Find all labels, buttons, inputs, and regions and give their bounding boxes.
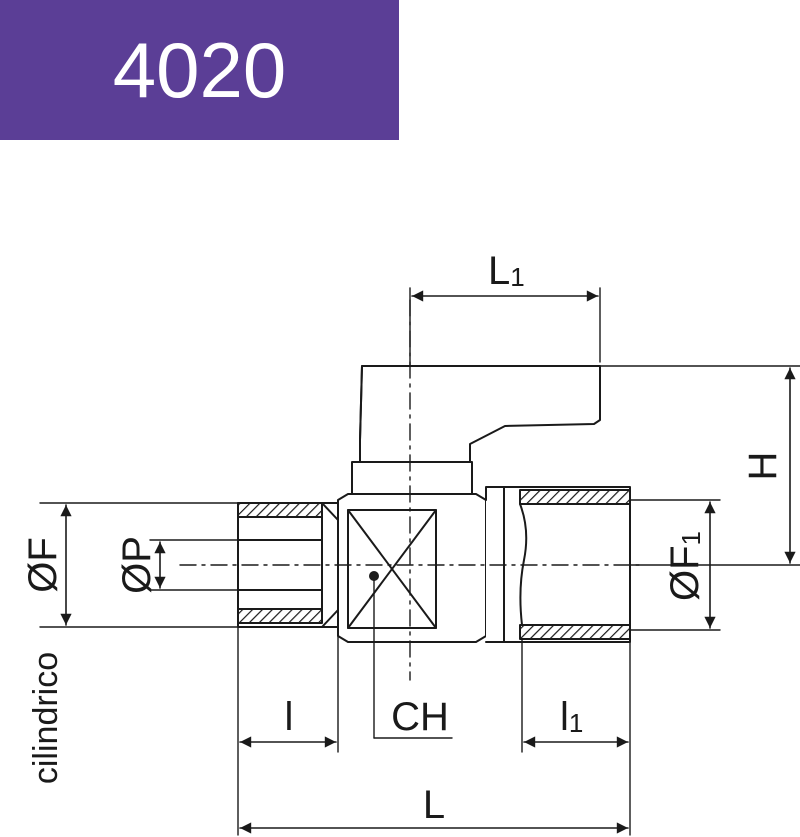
label-F: ØF bbox=[21, 537, 65, 593]
extension-lines bbox=[39, 287, 800, 836]
product-code-banner bbox=[0, 0, 399, 140]
label-L: L bbox=[423, 783, 445, 827]
label-cilindrico: cilindrico bbox=[27, 652, 65, 784]
product-code: 4020 bbox=[112, 26, 287, 114]
valve-body bbox=[337, 493, 487, 643]
label-l: l bbox=[285, 695, 294, 739]
valve-handle bbox=[359, 365, 601, 463]
label-l1: l1 bbox=[560, 695, 583, 739]
label-P: ØP bbox=[115, 536, 159, 594]
label-L1: L1 bbox=[488, 249, 525, 293]
ch-marker-dot bbox=[369, 571, 379, 581]
label-F1: ØF1 bbox=[663, 531, 707, 601]
dimension-lines bbox=[60, 290, 796, 834]
dimension-labels: L1 H ØF ØP ØF1 cilindrico l CH l1 L bbox=[21, 249, 785, 827]
label-CH: CH bbox=[391, 695, 449, 739]
label-H: H bbox=[741, 452, 785, 481]
